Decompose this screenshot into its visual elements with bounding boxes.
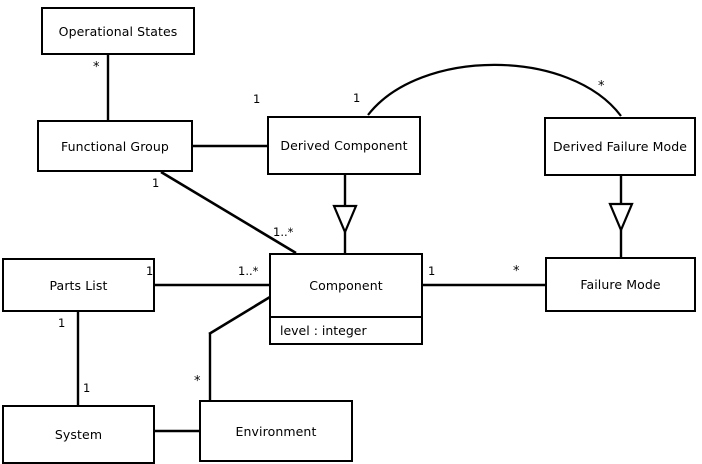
class-name-operational-states: Operational States [58,23,178,39]
multiplicity-operational-states-functional-group: * [93,60,100,75]
class-box-derived-failure-mode[interactable]: Derived Failure Mode [544,117,696,176]
class-box-functional-group[interactable]: Functional Group [37,120,193,172]
class-box-failure-mode[interactable]: Failure Mode [545,257,696,312]
class-name-derived-failure-mode: Derived Failure Mode [552,139,688,154]
multiplicity-environment-to-component: * [194,374,201,389]
multiplicity-parts-list-system-top: 1 [58,316,66,330]
multiplicity-derived-failure-mode-from-derived-component: * [598,79,605,94]
class-name-functional-group: Functional Group [61,138,169,154]
class-box-operational-states[interactable]: Operational States [41,7,195,55]
generalization-triangle-failure-mode [608,202,634,233]
multiplicity-parts-list-to-component: 1 [146,264,154,278]
multiplicity-functional-group-component: 1 [152,176,160,190]
multiplicity-failure-mode-from-component: * [513,264,520,279]
class-name-environment: Environment [235,423,317,439]
generalization-triangle-component [332,204,358,235]
multiplicity-functional-group-derived-component: 1 [253,92,261,106]
multiplicity-parts-list-system-bottom: 1 [83,381,91,395]
class-box-system[interactable]: System [2,405,155,464]
multiplicity-component-from-functional-group: 1..* [273,225,294,239]
multiplicity-component-to-failure-mode: 1 [428,264,436,278]
class-name-failure-mode: Failure Mode [580,277,661,292]
class-box-derived-component[interactable]: Derived Component [267,116,421,175]
class-name-derived-component: Derived Component [280,138,408,153]
edge-functional-group-component [160,170,297,255]
class-box-parts-list[interactable]: Parts List [2,258,155,312]
edge-derived-component-derived-failure-mode [367,63,622,117]
edge-environment-component-diagonal [208,295,271,336]
class-name-system: System [54,427,103,442]
class-name-parts-list: Parts List [49,277,108,293]
multiplicity-component-from-parts-list: 1..* [238,264,259,278]
multiplicity-derived-component-to-derived-failure-mode: 1 [353,91,361,105]
class-box-environment[interactable]: Environment [199,400,353,462]
class-attribute-component-level: level : integer [271,316,421,343]
class-name-component: Component [309,278,383,293]
class-box-component[interactable]: Component level : integer [269,253,423,345]
